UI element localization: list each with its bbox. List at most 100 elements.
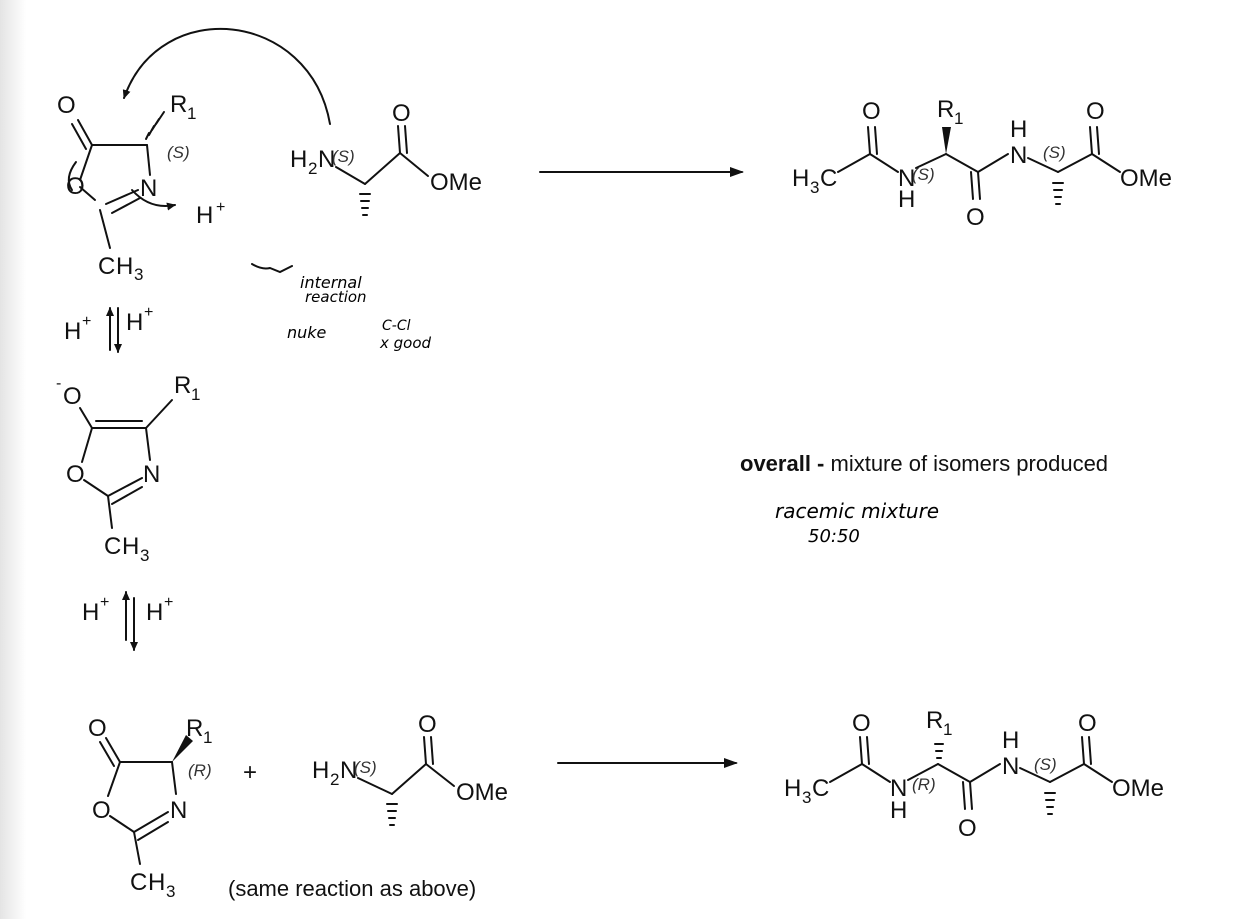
bond-line xyxy=(105,737,121,763)
bond-line xyxy=(430,736,434,765)
bond-line xyxy=(874,126,878,155)
atom-sub: 1 xyxy=(187,104,196,123)
hw-line: internal xyxy=(300,273,362,292)
bond-line xyxy=(391,763,427,795)
bond-line xyxy=(423,736,427,765)
bond-line xyxy=(867,126,871,155)
hw-line: C-Cl xyxy=(382,318,411,334)
bond-line xyxy=(1089,126,1093,155)
plus-sign: + xyxy=(243,759,257,786)
bond-line xyxy=(131,189,176,211)
stereo-label: (S) xyxy=(912,165,935,184)
bond-line xyxy=(107,495,113,529)
atom-ome: OMe xyxy=(1112,775,1164,802)
hw-line: nuke xyxy=(287,323,327,342)
bond-line xyxy=(357,777,393,795)
bond-line xyxy=(970,171,974,200)
atom-o: O xyxy=(1086,98,1105,125)
bond-line xyxy=(945,153,979,173)
hw-racemic: racemic mixture xyxy=(775,499,939,523)
atom-sub: 3 xyxy=(140,546,149,565)
atom-sub: 3 xyxy=(166,882,175,901)
atom-n: N xyxy=(318,146,335,173)
bond-line xyxy=(111,197,141,214)
bond-line xyxy=(79,407,93,429)
bond-line xyxy=(335,166,366,185)
atom-sup: + xyxy=(82,313,91,330)
bond-line xyxy=(969,781,973,810)
bond-line xyxy=(155,111,165,125)
bond-line xyxy=(145,427,151,461)
stereo-label: (S) xyxy=(167,143,190,162)
bond-line xyxy=(79,144,93,181)
bond-line xyxy=(105,189,139,205)
bond-line xyxy=(1091,153,1121,173)
atom-r: R xyxy=(186,715,203,742)
bond-line xyxy=(364,152,401,185)
atom-r: R xyxy=(170,91,187,118)
bond-line xyxy=(1081,736,1085,765)
bond-line xyxy=(111,486,143,505)
stereo-label: (S) xyxy=(1034,755,1057,774)
bond-line xyxy=(1049,763,1085,783)
atom-n: N xyxy=(898,165,915,192)
atom-h: H xyxy=(148,869,165,896)
equilibrium-arrows-2: H + H + xyxy=(82,591,173,651)
bond-line xyxy=(1083,763,1113,783)
bond-line xyxy=(861,763,891,783)
atom-c: C xyxy=(820,165,837,192)
atom-h: H xyxy=(64,318,81,345)
atom-sub: 1 xyxy=(191,385,200,404)
atom-sub: 2 xyxy=(308,159,317,178)
atom-h: H xyxy=(196,202,213,229)
atom-o: O xyxy=(418,711,437,738)
atom-h: H xyxy=(82,599,99,626)
bond-line xyxy=(107,761,121,797)
attack-arrow xyxy=(122,27,331,125)
atom-ome: OMe xyxy=(1120,165,1172,192)
alanine-ester-bottom: H 2 N (S) O OMe xyxy=(312,711,508,826)
atom-h: H xyxy=(792,165,809,192)
atom-o: O xyxy=(92,797,111,824)
stereo-label: (R) xyxy=(188,761,212,780)
atom-ome: OMe xyxy=(430,169,482,196)
atom-o: O xyxy=(88,715,107,742)
bond-line xyxy=(171,761,177,795)
bond-line xyxy=(977,153,1009,173)
bond-line xyxy=(869,153,899,173)
bond-line xyxy=(399,152,429,177)
atom-sup: + xyxy=(164,594,173,611)
atom-h: H xyxy=(784,775,801,802)
bond-line xyxy=(859,736,863,765)
bond-line xyxy=(137,821,169,841)
hw-line: reaction xyxy=(305,288,367,306)
equilibrium-arrows-1: H + H + xyxy=(64,304,153,353)
atom-o: O xyxy=(57,92,76,119)
atom-n: N xyxy=(890,775,907,802)
bond-line xyxy=(969,763,1001,783)
atom-sub: 3 xyxy=(134,265,143,284)
bond-line xyxy=(915,153,947,169)
atom-n: N xyxy=(1010,142,1027,169)
atom-h: H xyxy=(898,186,915,213)
atom-ome: OMe xyxy=(456,779,508,806)
handwritten-note-internal: internal reaction nuke C-Cl x good xyxy=(251,263,432,352)
atom-sub: 3 xyxy=(802,788,811,807)
atom-sup: + xyxy=(100,594,109,611)
atom-o: O xyxy=(66,173,85,200)
bond-line xyxy=(404,125,408,154)
wedge-bond xyxy=(172,735,193,762)
hw-line: x good xyxy=(379,334,432,352)
overall-note: overall - mixture of isomers produced xyxy=(740,451,1108,476)
atom-n: N xyxy=(143,461,160,488)
bond-line xyxy=(109,815,135,833)
bond-line xyxy=(81,427,93,463)
bond-line xyxy=(397,125,401,154)
atom-sup: + xyxy=(144,304,153,321)
atom-sub: 2 xyxy=(330,770,339,789)
bond-line xyxy=(79,186,96,201)
bond-line xyxy=(1057,153,1093,173)
bond-line xyxy=(425,763,455,787)
bond-line xyxy=(107,477,143,497)
